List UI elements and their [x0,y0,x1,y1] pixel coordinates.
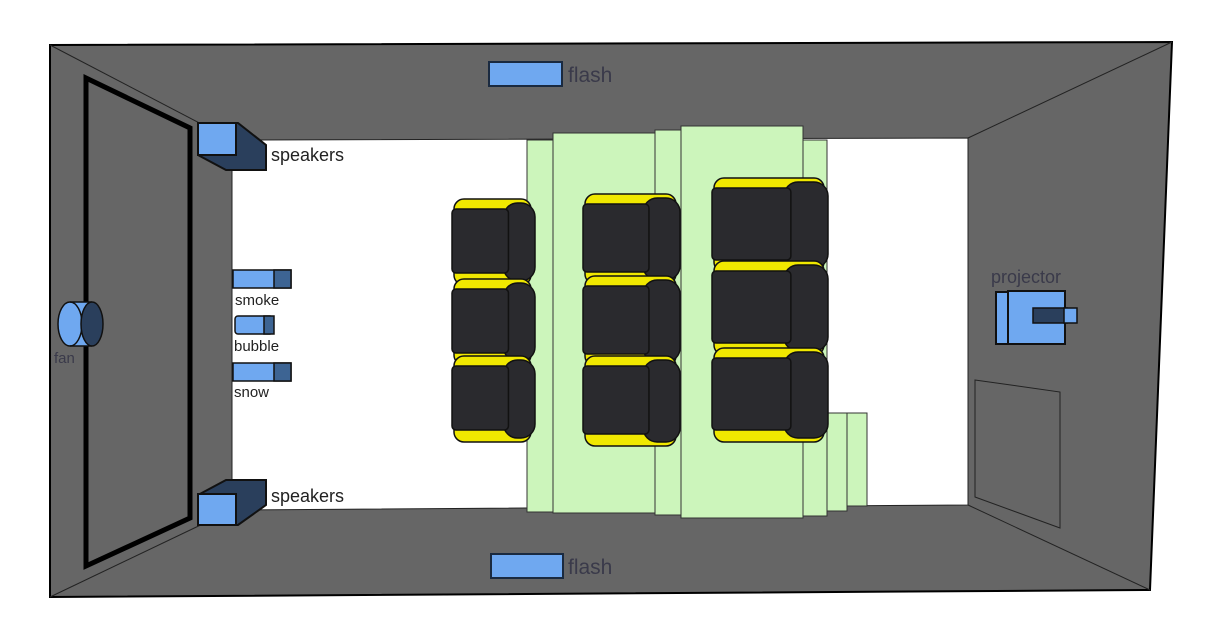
door [83,74,193,570]
riser-platform [846,412,868,507]
theater-seat [582,355,681,447]
label-flash-bottom: flash [568,556,612,579]
flash-light-bottom [490,553,564,579]
theater-seat [451,278,536,366]
label-snow: snow [234,384,269,401]
theater-seat [582,275,681,367]
label-projector: projector [991,267,1061,287]
theater-seat [451,198,536,286]
label-speakers-bottom: speakers [271,486,344,506]
label-fan: fan [54,350,75,367]
label-smoke: smoke [235,292,279,309]
smoke-machine [232,269,292,289]
label-flash-top: flash [568,64,612,87]
snow-machine [232,362,292,382]
fan [57,301,104,347]
theater-seat [711,260,829,356]
riser-platform [826,412,848,512]
screen-panel [974,379,1061,529]
seating [451,177,829,447]
theater-seat [711,347,829,443]
theater-seat [711,177,829,273]
wall-edge [967,41,1173,139]
wall-edge [967,504,1151,591]
bubble-machine [234,315,275,335]
label-speakers-top: speakers [271,145,344,165]
speaker-bottom [197,479,267,526]
flash-light-top [488,61,563,87]
speaker-top [197,122,267,171]
theater-seat [451,355,536,443]
projector [995,290,1078,345]
theater-seat [582,193,681,285]
label-bubble: bubble [234,338,279,355]
